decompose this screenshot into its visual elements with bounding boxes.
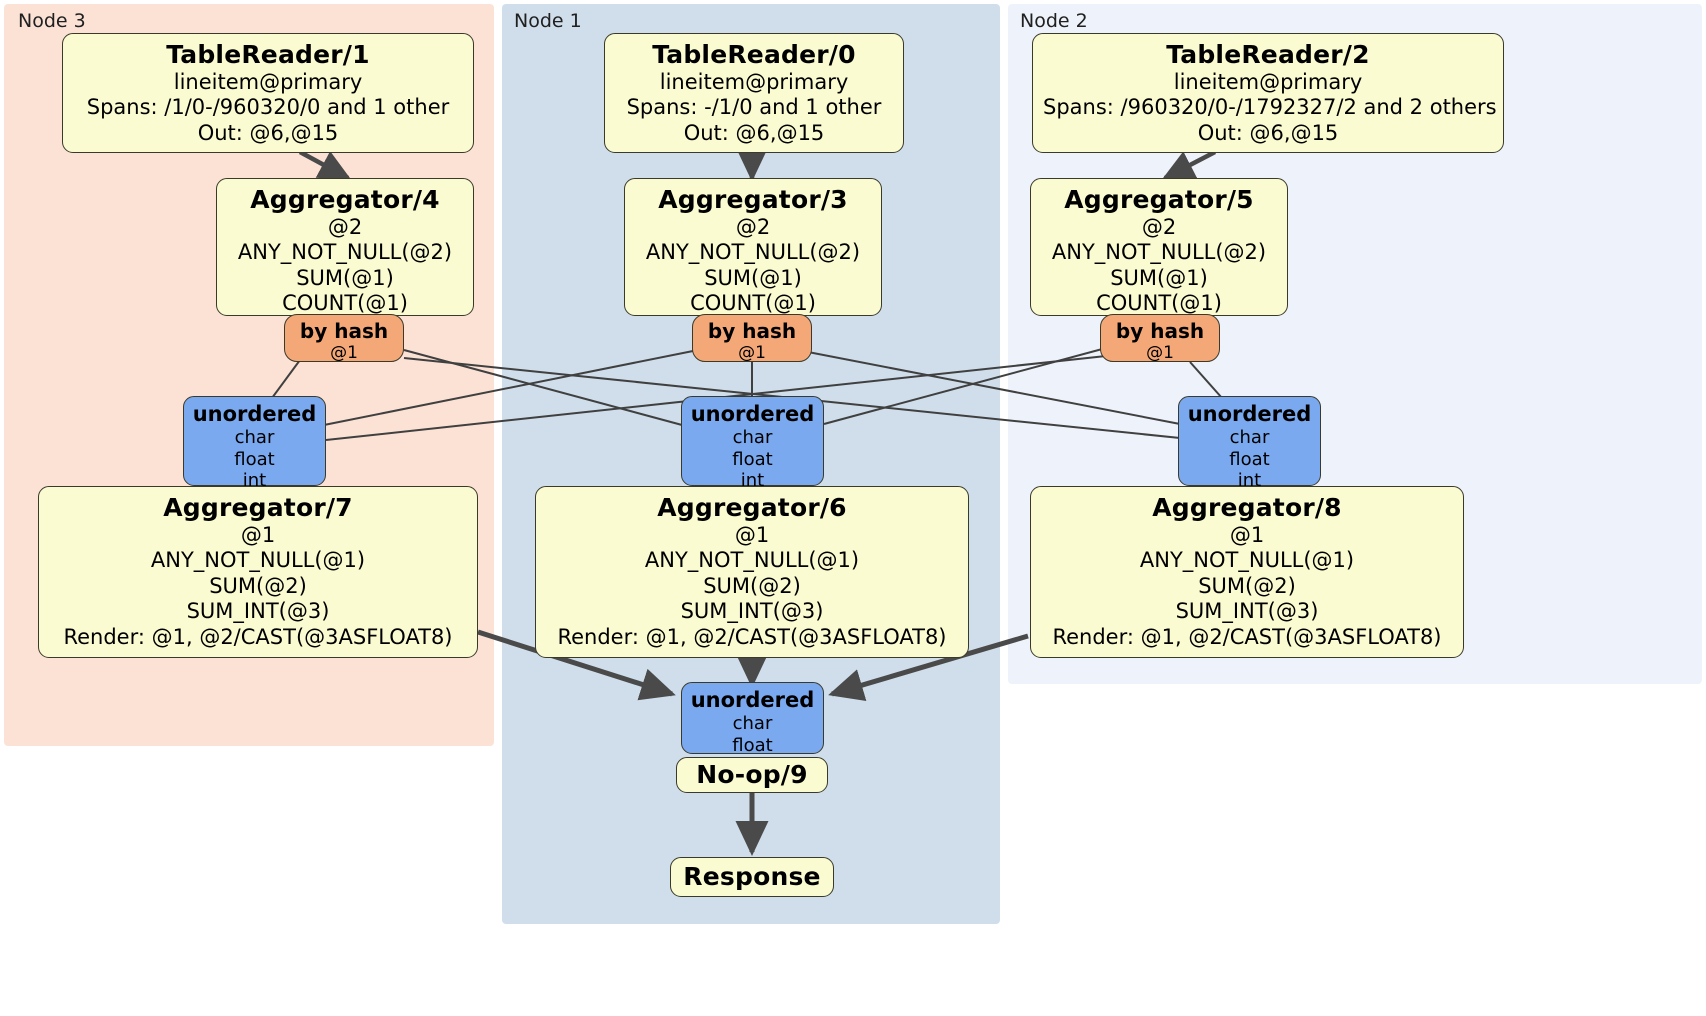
synchronizer-type: float bbox=[732, 448, 773, 470]
node-label-node3: Node 3 bbox=[18, 10, 86, 32]
processor-row: SUM(@1) bbox=[296, 265, 394, 290]
synchronizer-type: char bbox=[732, 713, 773, 735]
processor-aggregator-6[interactable]: Aggregator/6 @1 ANY_NOT_NULL(@1) SUM(@2)… bbox=[535, 486, 969, 658]
synchronizer-unordered-left[interactable]: unordered char float int bbox=[183, 396, 326, 491]
processor-aggregator-5[interactable]: Aggregator/5 @2 ANY_NOT_NULL(@2) SUM(@1)… bbox=[1030, 178, 1288, 316]
synchronizer-title: unordered bbox=[690, 402, 815, 426]
router-title: by hash bbox=[1115, 319, 1205, 343]
synchronizer-title: unordered bbox=[690, 688, 815, 712]
synchronizer-unordered-final[interactable]: unordered char float bbox=[681, 682, 824, 756]
processor-row: ANY_NOT_NULL(@2) bbox=[1051, 240, 1267, 265]
processor-row: Out: @6,@15 bbox=[1197, 120, 1339, 145]
synchronizer-type: float bbox=[1229, 448, 1270, 470]
processor-aggregator-7[interactable]: Aggregator/7 @1 ANY_NOT_NULL(@1) SUM(@2)… bbox=[38, 486, 478, 658]
processor-table-reader-2[interactable]: TableReader/2 lineitem@primary Spans: /9… bbox=[1032, 33, 1504, 153]
processor-row: Render: @1, @2/CAST(@3ASFLOAT8) bbox=[1052, 624, 1442, 649]
synchronizer-type: char bbox=[732, 427, 773, 449]
router-by-hash-right[interactable]: by hash @1 bbox=[1100, 314, 1220, 363]
synchronizer-title: unordered bbox=[1187, 402, 1312, 426]
processor-row: SUM_INT(@3) bbox=[680, 599, 824, 624]
processor-row: SUM(@2) bbox=[209, 573, 307, 598]
processor-row: Out: @6,@15 bbox=[683, 120, 825, 145]
router-by-hash-left[interactable]: by hash @1 bbox=[284, 314, 404, 363]
router-subtitle: @1 bbox=[330, 343, 358, 363]
processor-row: Spans: -/1/0 and 1 other bbox=[626, 95, 882, 120]
processor-row: ANY_NOT_NULL(@1) bbox=[644, 548, 860, 573]
processor-row: SUM_INT(@3) bbox=[186, 599, 330, 624]
processor-table-reader-1[interactable]: TableReader/1 lineitem@primary Spans: /1… bbox=[62, 33, 474, 153]
processor-aggregator-4[interactable]: Aggregator/4 @2 ANY_NOT_NULL(@2) SUM(@1)… bbox=[216, 178, 474, 316]
processor-row: @1 bbox=[1229, 522, 1265, 547]
processor-title: TableReader/1 bbox=[166, 40, 370, 69]
processor-title: Aggregator/5 bbox=[1064, 185, 1254, 214]
synchronizer-type: float bbox=[234, 448, 275, 470]
processor-row: ANY_NOT_NULL(@1) bbox=[150, 548, 366, 573]
processor-row: lineitem@primary bbox=[173, 69, 363, 94]
router-subtitle: @1 bbox=[1146, 343, 1174, 363]
processor-row: SUM_INT(@3) bbox=[1175, 599, 1319, 624]
processor-row: COUNT(@1) bbox=[1096, 291, 1222, 316]
node-label-node1: Node 1 bbox=[514, 10, 582, 32]
processor-row: @2 bbox=[735, 214, 771, 239]
node-label-node2: Node 2 bbox=[1020, 10, 1088, 32]
processor-row: @2 bbox=[327, 214, 363, 239]
processor-title: Aggregator/7 bbox=[163, 493, 353, 522]
synchronizer-type: int bbox=[1237, 470, 1262, 492]
processor-row: lineitem@primary bbox=[659, 69, 849, 94]
processor-row: @1 bbox=[734, 522, 770, 547]
processor-row: @1 bbox=[240, 522, 276, 547]
processor-title: TableReader/0 bbox=[652, 40, 856, 69]
processor-row: SUM(@1) bbox=[704, 265, 802, 290]
processor-response[interactable]: Response bbox=[670, 857, 834, 897]
synchronizer-type: int bbox=[740, 470, 765, 492]
processor-title: Aggregator/4 bbox=[250, 185, 440, 214]
processor-noop-9[interactable]: No-op/9 bbox=[676, 757, 828, 793]
processor-row: ANY_NOT_NULL(@2) bbox=[237, 240, 453, 265]
synchronizer-type: float bbox=[732, 734, 773, 756]
synchronizer-type: char bbox=[1229, 427, 1270, 449]
processor-title: Aggregator/6 bbox=[657, 493, 847, 522]
router-title: by hash bbox=[299, 319, 389, 343]
router-by-hash-center[interactable]: by hash @1 bbox=[692, 314, 812, 363]
processor-table-reader-0[interactable]: TableReader/0 lineitem@primary Spans: -/… bbox=[604, 33, 904, 153]
synchronizer-unordered-center[interactable]: unordered char float int bbox=[681, 396, 824, 491]
processor-title: Aggregator/3 bbox=[658, 185, 848, 214]
router-title: by hash bbox=[707, 319, 797, 343]
processor-row: SUM(@1) bbox=[1110, 265, 1208, 290]
synchronizer-title: unordered bbox=[192, 402, 317, 426]
processor-row: COUNT(@1) bbox=[690, 291, 816, 316]
processor-row: @2 bbox=[1141, 214, 1177, 239]
processor-row: Spans: /960320/0-/1792327/2 and 2 others bbox=[1043, 95, 1497, 120]
processor-row: Spans: /1/0-/960320/0 and 1 other bbox=[86, 95, 450, 120]
synchronizer-type: char bbox=[234, 427, 275, 449]
processor-title: Response bbox=[683, 862, 821, 892]
processor-title: Aggregator/8 bbox=[1152, 493, 1342, 522]
processor-row: SUM(@2) bbox=[1198, 573, 1296, 598]
synchronizer-unordered-right[interactable]: unordered char float int bbox=[1178, 396, 1321, 491]
processor-row: SUM(@2) bbox=[703, 573, 801, 598]
processor-row: COUNT(@1) bbox=[282, 291, 408, 316]
processor-aggregator-8[interactable]: Aggregator/8 @1 ANY_NOT_NULL(@1) SUM(@2)… bbox=[1030, 486, 1464, 658]
processor-row: lineitem@primary bbox=[1173, 69, 1363, 94]
processor-row: Out: @6,@15 bbox=[197, 120, 339, 145]
processor-row: ANY_NOT_NULL(@1) bbox=[1139, 548, 1355, 573]
processor-title: TableReader/2 bbox=[1166, 40, 1370, 69]
processor-row: ANY_NOT_NULL(@2) bbox=[645, 240, 861, 265]
router-subtitle: @1 bbox=[738, 343, 766, 363]
synchronizer-type: int bbox=[242, 470, 267, 492]
processor-title: No-op/9 bbox=[696, 760, 808, 790]
processor-row: Render: @1, @2/CAST(@3ASFLOAT8) bbox=[557, 624, 947, 649]
processor-row: Render: @1, @2/CAST(@3ASFLOAT8) bbox=[63, 624, 453, 649]
processor-aggregator-3[interactable]: Aggregator/3 @2 ANY_NOT_NULL(@2) SUM(@1)… bbox=[624, 178, 882, 316]
